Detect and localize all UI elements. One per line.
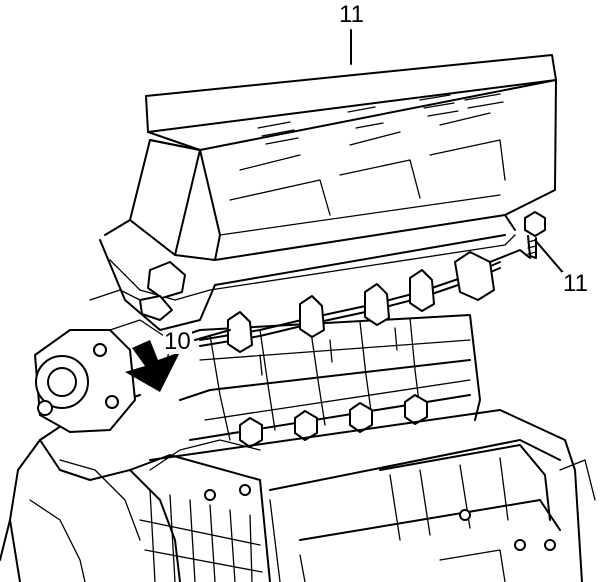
engine-body [0,394,271,582]
bolt-part [524,211,546,259]
lower-plenum [149,409,596,582]
callout-label-right: 11 [562,270,589,297]
callout-label-top: 11 [338,1,365,28]
fuel-rail-harness [199,249,531,376]
callout-label-left: 10 [163,328,192,355]
direction-arrow [125,340,180,392]
leader-lines [194,29,566,341]
intake-manifold [169,314,481,448]
upper-intake-cover [99,54,557,331]
throttle-body [34,289,171,433]
